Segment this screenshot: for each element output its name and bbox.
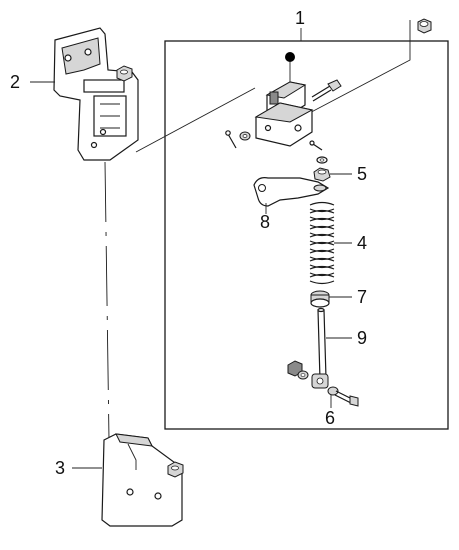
- part-3-plate: [72, 433, 183, 527]
- part-8-lever: [253, 177, 330, 214]
- pin-left: [225, 130, 251, 149]
- bracket-2-nut: [116, 65, 133, 82]
- dash-line: [104, 161, 110, 441]
- callout-3: 3: [55, 458, 65, 478]
- part-5-collar: [313, 167, 352, 182]
- switch-block: [254, 81, 314, 147]
- marker-dot: [285, 52, 295, 62]
- callout-5: 5: [357, 164, 367, 184]
- callout-2: 2: [10, 72, 20, 92]
- rod-nuts: [287, 360, 309, 380]
- part-2-bracket: [30, 27, 139, 161]
- leader-2-block: [135, 87, 256, 153]
- callout-6: 6: [325, 408, 335, 428]
- part-7-seat: [310, 290, 352, 308]
- part-6-bolt: [327, 386, 359, 408]
- callout-4: 4: [357, 233, 367, 253]
- pin-washer: [309, 140, 328, 164]
- bolt-top: [311, 79, 342, 102]
- plate-3-nut: [167, 461, 184, 478]
- part-9-rod: [311, 307, 352, 389]
- callout-1: 1: [295, 8, 305, 28]
- part-4-spring: [309, 201, 352, 285]
- assembly-frame: [164, 40, 449, 430]
- callout-8: 8: [260, 212, 270, 232]
- callout-7: 7: [357, 287, 367, 307]
- callout-9: 9: [357, 328, 367, 348]
- top-nut: [299, 18, 432, 119]
